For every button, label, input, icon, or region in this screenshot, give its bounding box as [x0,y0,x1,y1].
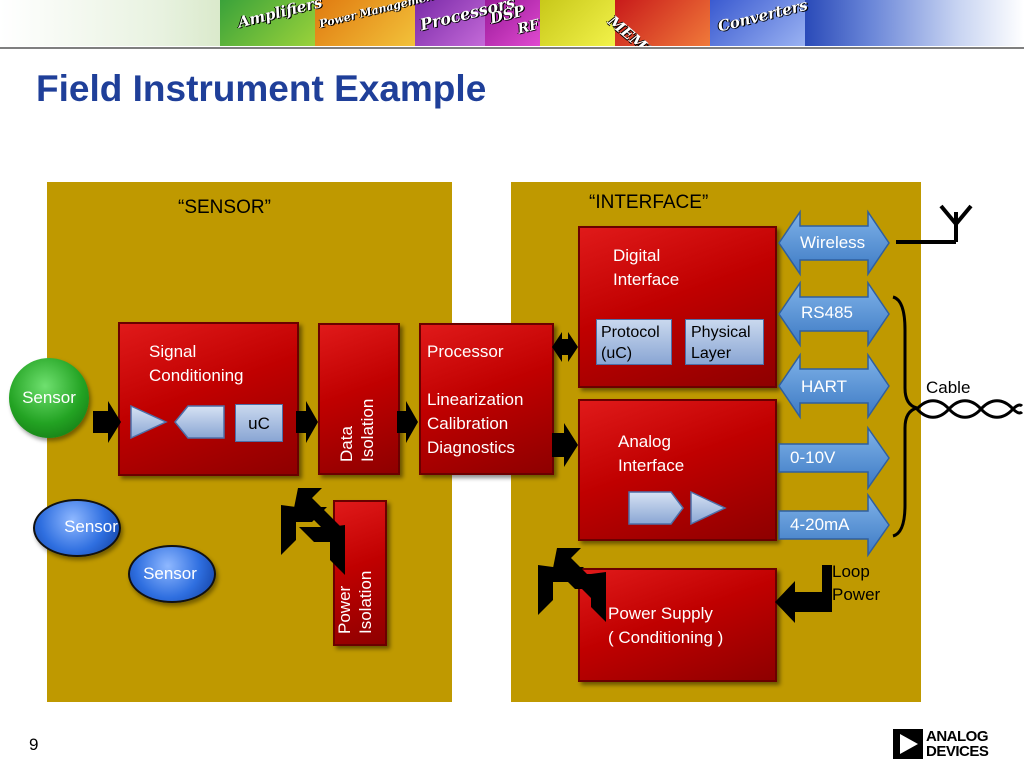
output-label-rs485: RS485 [801,303,853,322]
arrow-right-icon [397,401,418,443]
analog-interface-block [578,399,777,541]
uc-chip: uC [235,404,283,442]
banner-tile-amplifiers [220,0,315,46]
power-supply-arrows-icon [538,548,606,622]
dac-pentagon-icon [628,491,684,525]
loop-power-label: Loop Power [832,562,881,604]
driver-triangle-icon [690,490,727,526]
physical-layer-chip: Physical Layer [685,319,764,365]
output-label-4-20ma: 4-20mA [790,515,850,534]
banner-tile-power [315,0,415,46]
sensor-green: Sensor [9,358,89,438]
logo-text-line1: ANALOG [926,728,989,745]
interface-panel-label: “INTERFACE” [589,192,709,213]
arrow-right-icon [296,401,318,443]
brace-icon [892,295,918,538]
0-10v-arrow-icon [778,425,890,491]
arrow-right-icon [552,423,578,467]
header-rule [0,47,1024,49]
power-supply-block [578,568,777,682]
sensor-label: Sensor [143,564,197,583]
antenna-icon [896,204,973,244]
banner-tile-mems [615,0,710,46]
power-isolation-block [333,500,387,646]
logo-mark-icon [893,729,923,759]
power-isolation-arrows-icon [281,488,345,575]
header-banner: Amplifiers Power Management Processors D… [0,0,1024,46]
digital-interface-label: Digital Interface [613,246,680,289]
adc-pentagon-icon [174,405,225,439]
data-isolation-block [318,323,400,475]
dac-chain-icons [628,490,727,526]
sensor-blue: Sensor [128,545,216,603]
bidirectional-arrow-icon [552,332,578,362]
arrow-right-icon [93,401,121,443]
power-supply-label: Power Supply ( Conditioning ) [608,604,724,647]
twisted-cable-icon [915,399,1024,419]
signal-chain-icons [130,404,225,440]
output-label-0-10v: 0-10V [790,448,836,467]
amplifier-triangle-icon [130,404,168,440]
protocol-chip: Protocol (uC) [596,319,672,365]
cable-label: Cable [926,378,971,397]
sensor-panel-label: “SENSOR” [178,197,271,218]
output-label-wireless: Wireless [800,233,866,252]
signal-conditioning-block [118,322,299,476]
banner-tile-dsp [485,0,540,46]
hart-arrow-icon [778,352,890,420]
banner-tile-processors [415,0,485,46]
signal-conditioning-label: Signal Conditioning [149,342,244,385]
banner-tile-converters [710,0,805,46]
analog-interface-label: Analog Interface [618,432,685,475]
processor-label: Processor Linearization Calibration Diag… [427,342,524,457]
banner-tile-rf [540,0,615,46]
sensor-blue: Sensor [33,499,121,557]
processor-block [419,323,554,475]
wireless-arrow-icon [778,209,890,277]
banner-fade [0,0,230,46]
slide-title: Field Instrument Example [36,68,487,109]
analog-devices-logo: ANALOG DEVICES [893,729,1005,761]
logo-text-line2: DEVICES [926,743,989,760]
banner-fade-right [805,0,1024,46]
4-20ma-arrow-icon [778,492,890,558]
loop-power-arrow-icon [775,565,832,623]
output-label-hart: HART [801,377,847,396]
sensor-label: Sensor [22,388,76,407]
rs485-arrow-icon [778,280,890,348]
page-number: 9 [29,735,39,754]
sensor-label: Sensor [64,517,118,536]
